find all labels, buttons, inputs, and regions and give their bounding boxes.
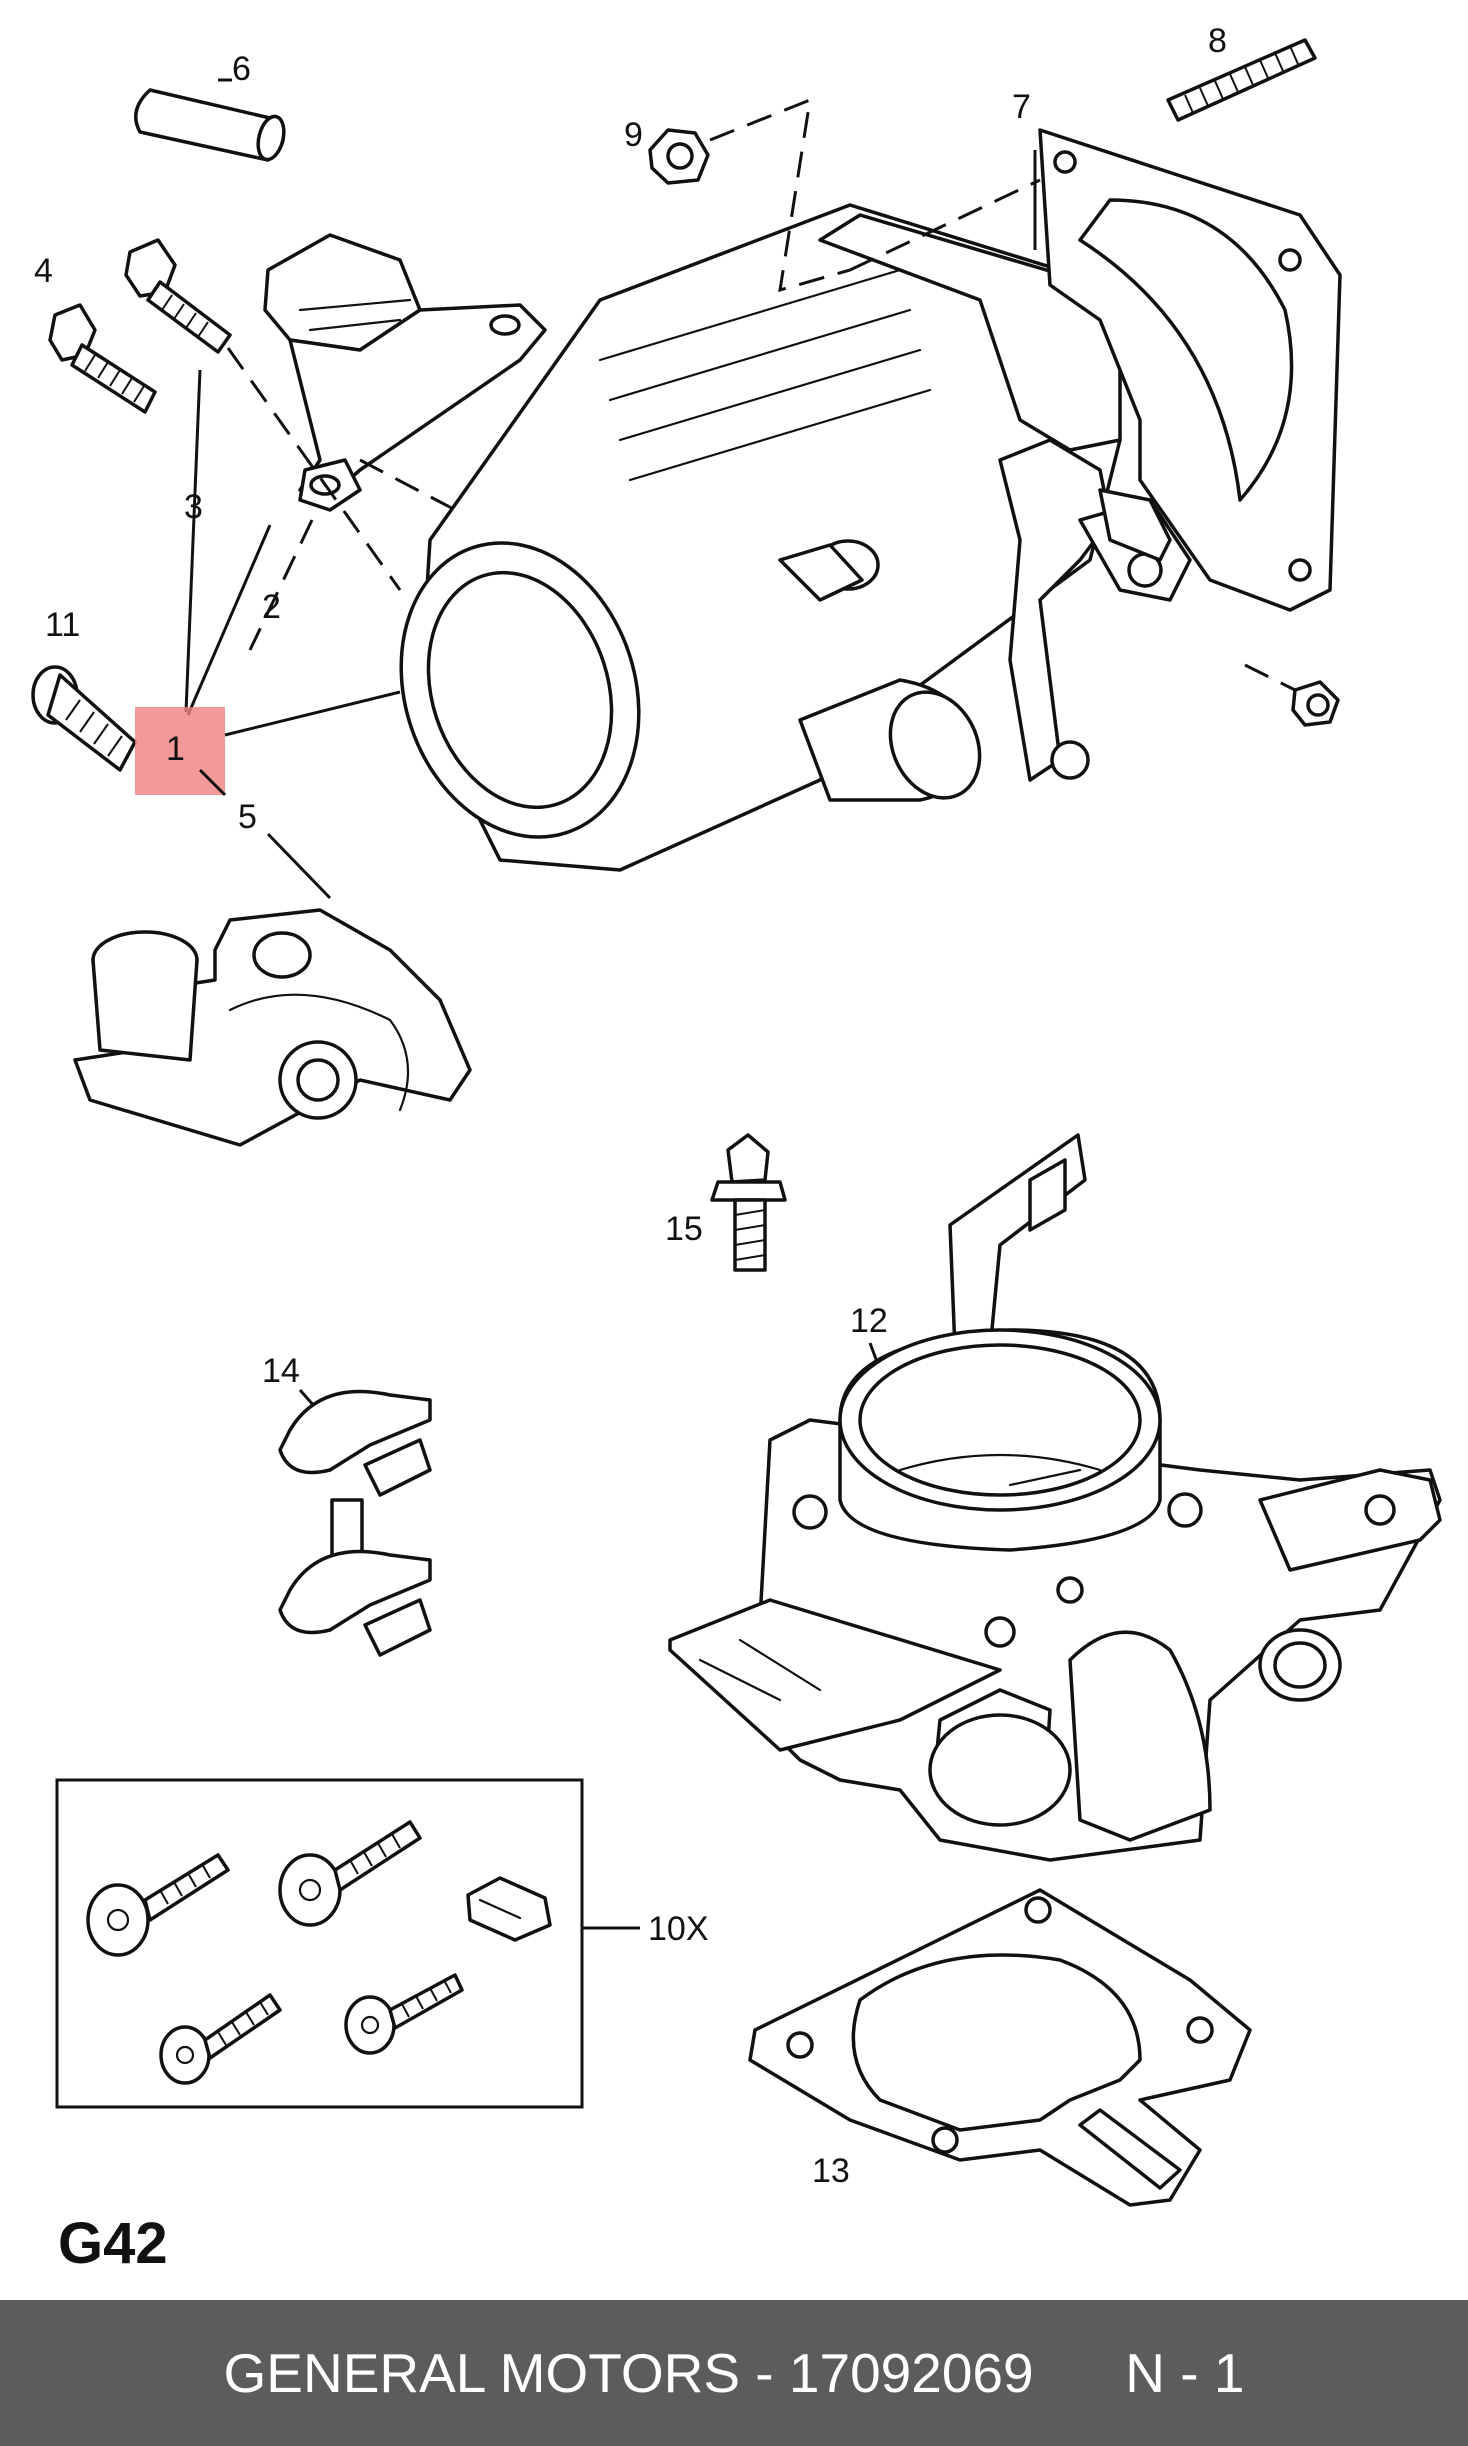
callout-6: 6 (232, 50, 251, 88)
kit-screw-2 (278, 1820, 422, 1927)
callout-15: 15 (665, 1210, 703, 1248)
part-12-throttle-assembly (668, 1133, 1442, 1862)
footer-bar: GENERAL MOTORS - 17092069 N - 1 (0, 2300, 1468, 2446)
part-10-kit-box (55, 1778, 584, 2109)
callout-11: 11 (45, 606, 80, 644)
part-7-gasket (1038, 128, 1342, 612)
page-code: G42 (58, 2211, 168, 2276)
callout-1: 1 (166, 730, 185, 768)
part-8-stud (1166, 38, 1317, 122)
callout-7: 7 (1012, 88, 1031, 126)
part-9-nut (648, 128, 710, 185)
callout-10: 10X (648, 1910, 709, 1948)
callout-3: 3 (184, 488, 203, 526)
callout-8: 8 (1208, 22, 1227, 60)
part-11-bolt (31, 665, 137, 772)
part-2-idle-valve (263, 233, 547, 512)
part-13-gasket (748, 1888, 1252, 2207)
plug-right (1291, 680, 1340, 727)
callout-9: 9 (624, 116, 643, 154)
parts-diagram: 6 4 3 2 (31, 22, 1442, 2207)
footer-qty: N - 1 (1125, 2342, 1245, 2404)
kit-screw-1 (86, 1853, 230, 1957)
part-5-sensor (73, 908, 472, 1147)
kit-clip (466, 1876, 552, 1942)
callout-12: 12 (850, 1302, 888, 1340)
footer-part-number: 17092069 (788, 2342, 1034, 2404)
callout-5: 5 (238, 798, 257, 836)
callout-13: 13 (812, 2152, 850, 2190)
footer-brand: GENERAL MOTORS (223, 2342, 740, 2404)
callout-4: 4 (34, 252, 53, 290)
part-6-sleeve (134, 88, 286, 162)
kit-screw-3 (159, 1993, 282, 2085)
part-15-bolt (710, 1133, 787, 1272)
kit-screw-4 (344, 1973, 464, 2055)
callout-14: 14 (262, 1352, 300, 1390)
footer-text: GENERAL MOTORS - 17092069 N - 1 (0, 2300, 1468, 2446)
footer-separator: - (755, 2342, 774, 2404)
part-14-clips (278, 1389, 432, 1657)
bolt-upper (124, 238, 232, 354)
part-1-throttle-body (399, 203, 1192, 872)
part-4-bolt (48, 303, 157, 414)
